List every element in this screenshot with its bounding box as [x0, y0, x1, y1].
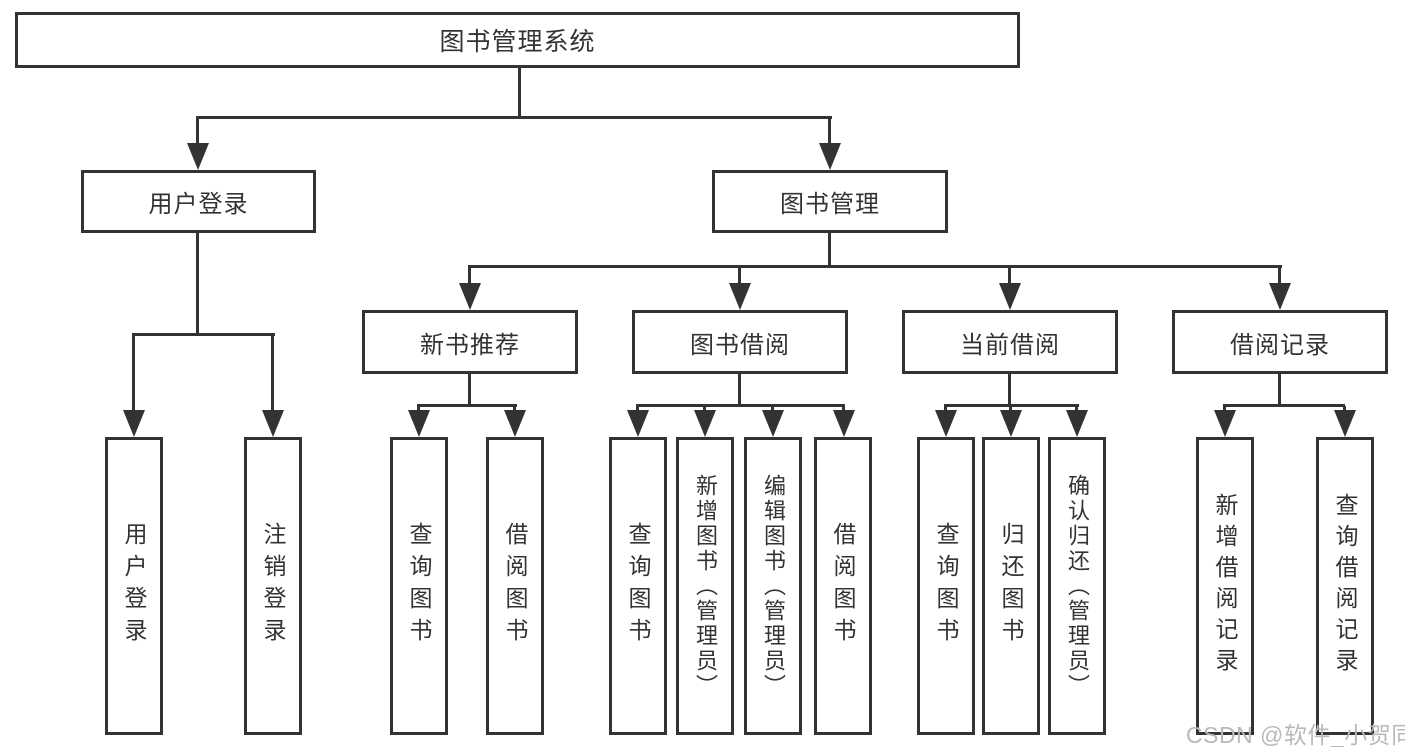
connector-stem — [1008, 267, 1011, 287]
connector-stub — [738, 374, 741, 407]
node-leaf-logout: 注销登录 — [244, 437, 302, 735]
node-book-management-label: 图书管理 — [780, 191, 880, 218]
node-book-borrow: 图书借阅 — [632, 310, 848, 374]
arrow-down-icon — [999, 283, 1021, 310]
arrow-down-icon — [1269, 283, 1291, 310]
arrow-down-icon — [729, 283, 751, 310]
connector-root-stub — [518, 68, 521, 118]
arrow-down-icon — [627, 410, 649, 437]
connector-rail — [944, 404, 1079, 407]
connector-stem — [132, 335, 135, 415]
arrow-down-icon — [1000, 410, 1022, 437]
connector-rail — [636, 404, 845, 407]
node-book-borrow-label: 图书借阅 — [690, 331, 790, 359]
node-leaf-return-books-label: 归还图书 — [998, 522, 1024, 650]
node-leaf-return-books: 归还图书 — [982, 437, 1040, 735]
connector-stem — [271, 335, 274, 415]
connector-stub — [1278, 374, 1281, 407]
csdn-watermark: CSDN @软件_小贺同学 — [1186, 722, 1405, 747]
arrow-down-icon — [187, 143, 209, 170]
node-leaf-add-books-admin-label: 新增图书（管理员） — [693, 473, 718, 699]
node-current-borrow-label: 当前借阅 — [960, 331, 1060, 359]
node-leaf-add-borrow-record-label: 新增借阅记录 — [1212, 493, 1238, 679]
connector-user-login-rail — [132, 333, 275, 336]
node-leaf-edit-books-admin: 编辑图书（管理员） — [744, 437, 802, 735]
node-leaf-borrow-books-1-label: 借阅图书 — [502, 522, 528, 650]
node-leaf-query-books-3-label: 查询图书 — [933, 522, 959, 650]
node-borrow-records-label: 借阅记录 — [1230, 331, 1330, 359]
node-user-login-label: 用户登录 — [148, 191, 249, 218]
node-leaf-user-login: 用户登录 — [105, 437, 163, 735]
arrow-down-icon — [1214, 410, 1236, 437]
connector-user-login-stub — [196, 233, 199, 336]
node-leaf-query-books-3: 查询图书 — [917, 437, 975, 735]
node-leaf-query-borrow-record: 查询借阅记录 — [1316, 437, 1374, 735]
node-borrow-records: 借阅记录 — [1172, 310, 1388, 374]
node-current-borrow: 当前借阅 — [902, 310, 1118, 374]
arrow-down-icon — [694, 410, 716, 437]
arrow-down-icon — [262, 410, 284, 437]
node-new-book-recommend: 新书推荐 — [362, 310, 578, 374]
node-leaf-borrow-books-2-label: 借阅图书 — [830, 522, 856, 650]
connector-rail — [417, 404, 517, 407]
connector-stem-book-management — [828, 116, 831, 148]
arrow-down-icon — [459, 283, 481, 310]
arrow-down-icon — [504, 410, 526, 437]
connector-stem-user-login — [196, 116, 199, 148]
node-leaf-user-login-label: 用户登录 — [121, 522, 147, 650]
connector-stem — [1278, 267, 1281, 287]
connector-book-management-stub — [828, 233, 831, 268]
node-leaf-add-books-admin: 新增图书（管理员） — [676, 437, 734, 735]
node-leaf-query-books-1: 查询图书 — [390, 437, 448, 735]
node-leaf-query-books-2: 查询图书 — [609, 437, 667, 735]
node-leaf-query-books-2-label: 查询图书 — [625, 522, 651, 650]
node-leaf-query-books-1-label: 查询图书 — [406, 522, 432, 650]
arrow-down-icon — [123, 410, 145, 437]
connector-rail — [1223, 404, 1345, 407]
node-leaf-borrow-books-1: 借阅图书 — [486, 437, 544, 735]
node-leaf-confirm-return-admin-label: 确认归还（管理员） — [1065, 473, 1090, 699]
node-leaf-borrow-books-2: 借阅图书 — [814, 437, 872, 735]
arrow-down-icon — [935, 410, 957, 437]
node-leaf-confirm-return-admin: 确认归还（管理员） — [1048, 437, 1106, 735]
node-new-book-recommend-label: 新书推荐 — [420, 331, 520, 359]
connector-stub — [1008, 374, 1011, 407]
node-user-login: 用户登录 — [81, 170, 316, 233]
connector-root-rail — [197, 116, 832, 119]
node-book-management: 图书管理 — [712, 170, 948, 233]
node-leaf-add-borrow-record: 新增借阅记录 — [1196, 437, 1254, 735]
arrow-down-icon — [819, 143, 841, 170]
arrow-down-icon — [833, 410, 855, 437]
arrow-down-icon — [1066, 410, 1088, 437]
node-leaf-logout-label: 注销登录 — [260, 522, 286, 650]
arrow-down-icon — [762, 410, 784, 437]
node-library-system: 图书管理系统 — [15, 12, 1020, 68]
node-leaf-query-borrow-record-label: 查询借阅记录 — [1332, 493, 1358, 679]
arrow-down-icon — [408, 410, 430, 437]
node-leaf-edit-books-admin-label: 编辑图书（管理员） — [761, 473, 786, 699]
connector-stem — [468, 267, 471, 287]
connector-stem — [738, 267, 741, 287]
connector-stub — [468, 374, 471, 407]
node-library-system-label: 图书管理系统 — [439, 28, 596, 56]
arrow-down-icon — [1334, 410, 1356, 437]
connector-book-management-rail — [468, 265, 1282, 268]
